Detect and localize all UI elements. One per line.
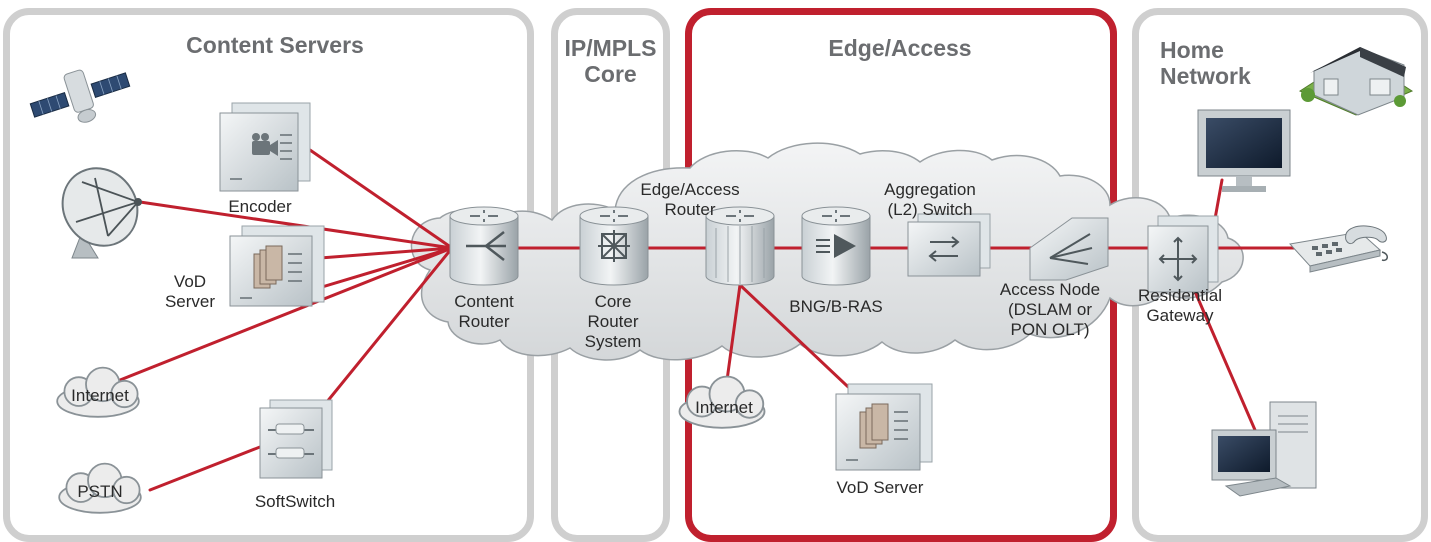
content-router-icon: [449, 206, 519, 286]
bng-label: BNG/B-RAS: [789, 297, 883, 316]
content-servers-title: Content Servers: [186, 32, 364, 58]
ip-mpls-core-title: IP/MPLS Core: [564, 35, 657, 87]
encoder-icon: [219, 102, 311, 192]
satellite-dish-icon: [61, 167, 142, 259]
switch-icon: [907, 213, 991, 277]
residential-gateway-icon: [1147, 215, 1219, 293]
edge-router-icon: [705, 206, 775, 286]
access-node-icon: [1029, 217, 1109, 281]
monitor-icon: [1197, 109, 1291, 192]
access-node-label: Access Node (DSLAM or PON OLT): [999, 280, 1101, 339]
edge-access-title: Edge/Access: [828, 35, 972, 61]
internet-edge-label: Internet: [695, 398, 753, 417]
vod-server-edge-icon: [835, 383, 933, 471]
edge-router-label: Edge/Access Router: [640, 180, 740, 219]
home-network-title: Home Network: [1160, 37, 1251, 89]
vod-server-left-label: VoD Server: [164, 272, 216, 311]
content-router-label: Content Router: [454, 292, 514, 331]
house-icon: [1298, 47, 1414, 116]
bng-icon: [801, 206, 871, 286]
cloud-icon: [56, 366, 766, 514]
vod-server-icon: [229, 225, 325, 307]
pstn-label: PSTN: [77, 482, 123, 501]
encoder-label: Encoder: [228, 197, 292, 216]
core-router-label: Core Router System: [584, 292, 642, 351]
core-router-icon: [579, 206, 649, 286]
vod-server-edge-label: VoD Server: [836, 478, 924, 497]
residential-gateway-label: Residential Gateway: [1137, 286, 1223, 325]
satellite-icon: [29, 69, 131, 123]
aggregation-label: Aggregation (L2) Switch: [884, 180, 976, 219]
internet-left-label: Internet: [71, 386, 129, 405]
desktop-computer-icon: [1211, 401, 1317, 497]
softswitch-icon: [259, 399, 333, 479]
phone-icon: [1289, 225, 1388, 273]
softswitch-label: SoftSwitch: [254, 492, 336, 511]
